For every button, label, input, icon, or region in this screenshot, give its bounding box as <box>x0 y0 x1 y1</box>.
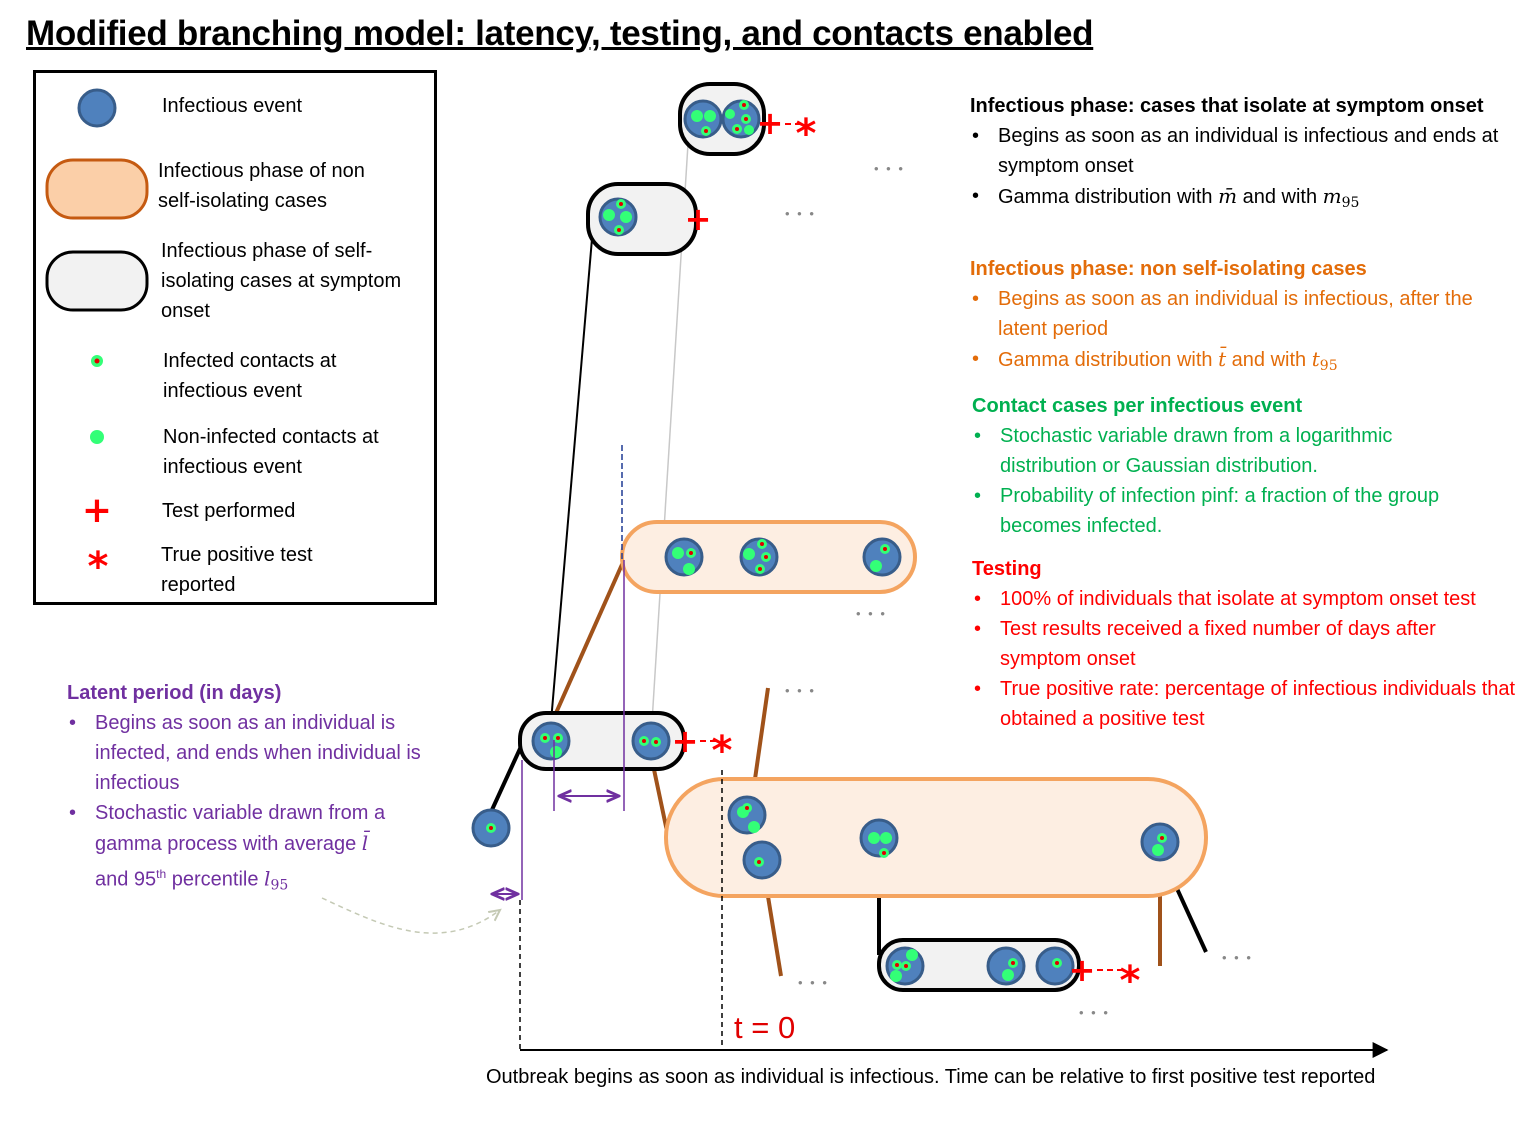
testing-block: Testing 100% of individuals that isolate… <box>972 554 1517 734</box>
ellipsis-lower-right: • • • <box>1222 950 1253 965</box>
ellipsis-lower-left: • • • <box>798 975 829 990</box>
legend-label-true-positive: True positive test reported <box>161 544 313 596</box>
ellipsis-lower-mid: • • • <box>1079 1005 1110 1020</box>
testing-item: 100% of individuals that isolate at symp… <box>972 584 1517 614</box>
testing-item: Test results received a fixed number of … <box>972 614 1517 674</box>
svg-text:*: * <box>796 111 817 157</box>
testing-heading: Testing <box>972 558 1042 580</box>
isolating-phase-item: Gamma distribution with m̄ and with m95 <box>970 181 1500 218</box>
latent-period-markers <box>321 445 625 934</box>
ellipsis-top-right: • • • <box>874 161 905 176</box>
legend-label-test-performed: Test performed <box>162 500 296 522</box>
legend-label-infectious-event: Infectious event <box>162 95 303 117</box>
isolating-phase-item: Begins as soon as an individual is infec… <box>970 121 1500 181</box>
isolating-phase-heading: Infectious phase: cases that isolate at … <box>970 95 1484 117</box>
testing-item: True positive rate: percentage of infect… <box>972 674 1517 734</box>
ellipsis-second: • • • <box>785 206 816 221</box>
contacts-item: Stochastic variable drawn from a logarit… <box>972 421 1492 481</box>
legend-event-icon <box>77 88 117 128</box>
test-markers: + * + + * + * <box>672 104 1141 1004</box>
contacts-block: Contact cases per infectious event Stoch… <box>972 391 1492 541</box>
latent-period-item: Begins as soon as an individual is infec… <box>67 708 437 798</box>
latent-period-item: Stochastic variable drawn from a gamma p… <box>67 798 437 901</box>
legend-label-isolating-phase: Infectious phase of self-isolating cases… <box>161 240 402 322</box>
svg-text:+: + <box>685 200 712 238</box>
infectious-events <box>471 99 1180 986</box>
svg-text:*: * <box>712 728 733 774</box>
legend-label-infected-contacts: Infected contacts at infectious event <box>163 350 337 402</box>
ellipsis-upper-orange: • • • <box>856 606 887 621</box>
contacts-heading: Contact cases per infectious event <box>972 395 1303 417</box>
legend-isolating-icon <box>45 250 149 312</box>
legend-plus-icon: + <box>82 490 112 531</box>
page-title: Modified branching model: latency, testi… <box>26 14 1094 53</box>
legend-non-infected-contact-icon <box>90 430 104 444</box>
svg-text:+: + <box>672 722 699 760</box>
latent-period-heading: Latent period (in days) <box>67 682 282 704</box>
non-isolating-phase-item: Gamma distribution with t̄ and with t95 <box>970 344 1505 381</box>
non-isolating-phase-large <box>664 777 1208 898</box>
timeline-caption: Outbreak begins as soon as individual is… <box>486 1066 1376 1088</box>
non-isolating-phase-block: Infectious phase: non self-isolating cas… <box>970 254 1505 381</box>
legend-label-non-isolating-phase: Infectious phase of non self-isolating c… <box>158 160 365 212</box>
legend-asterisk-icon: * <box>88 544 109 590</box>
svg-text:+: + <box>757 104 784 142</box>
legend-non-isolating-icon <box>45 158 149 220</box>
legend-icons: + * <box>45 88 149 590</box>
ellipsis-mid: • • • <box>785 683 816 698</box>
svg-text:+: + <box>1069 951 1096 989</box>
isolating-phase-block: Infectious phase: cases that isolate at … <box>970 91 1500 218</box>
svg-text:*: * <box>1120 958 1141 1004</box>
timeline <box>519 770 1389 1058</box>
latent-period-block: Latent period (in days) Begins as soon a… <box>67 678 437 901</box>
contacts-item: Probability of infection pinf: a fractio… <box>972 481 1492 541</box>
t-zero-label: t = 0 <box>734 1010 796 1045</box>
isolating-phase-lower <box>877 938 1081 992</box>
non-isolating-phase-item: Begins as soon as an individual is infec… <box>970 284 1505 344</box>
legend-label-non-infected-contacts: Non-infected contacts at infectious even… <box>163 426 379 478</box>
legend-box <box>33 70 437 605</box>
non-isolating-phase-heading: Infectious phase: non self-isolating cas… <box>970 258 1367 280</box>
